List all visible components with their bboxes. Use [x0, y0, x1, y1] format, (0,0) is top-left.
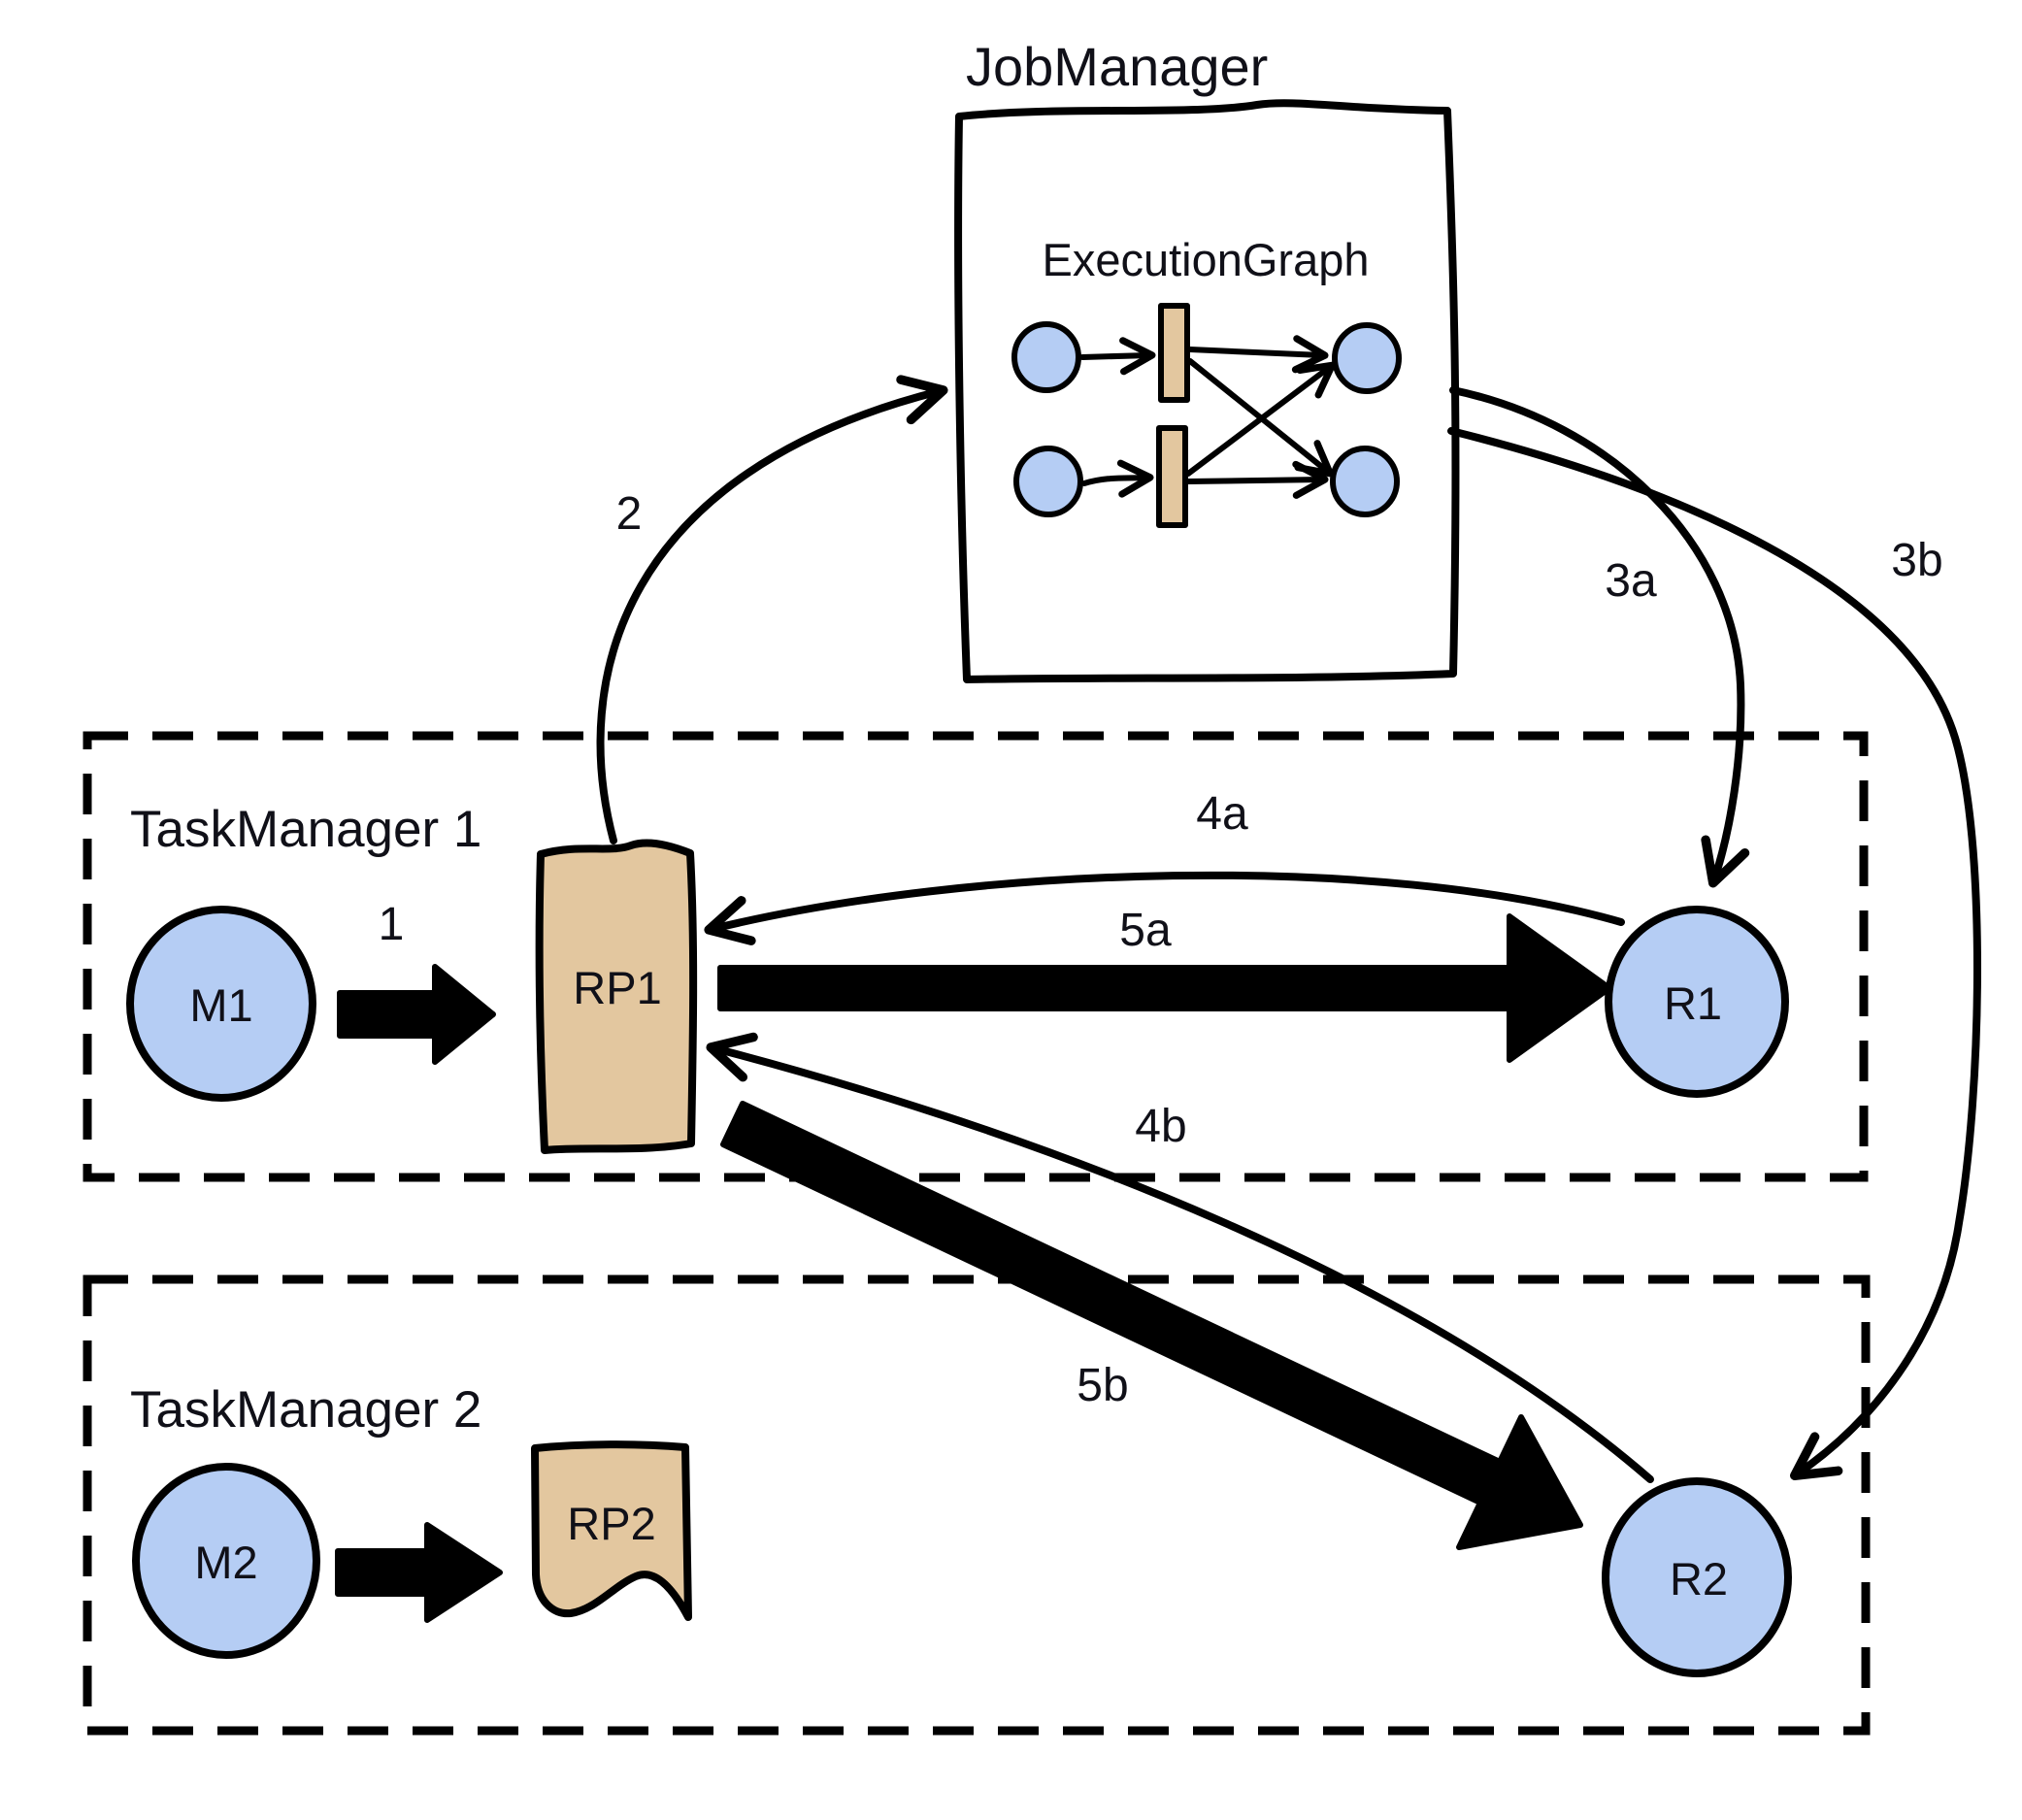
arrow-4a-label: 4a — [1196, 788, 1248, 840]
arrow-2-rp1-jobmanager — [596, 375, 948, 844]
eg-edge-s1-bar1 — [1079, 337, 1156, 376]
arrow-4b-r2-rp1 — [706, 1032, 1654, 1483]
arrow-3a-label: 3a — [1605, 555, 1657, 607]
node-m2-label: M2 — [194, 1537, 257, 1588]
node-m1 — [126, 906, 316, 1102]
task-manager-2-box — [83, 1274, 1871, 1736]
eg-partition-bar-1 — [1158, 303, 1190, 403]
arrow-2-label: 2 — [616, 488, 643, 540]
arrow-5a-label: 5a — [1119, 905, 1172, 956]
eg-source-vertex-2 — [1013, 446, 1083, 517]
arrow-m2-rp2 — [335, 1522, 503, 1623]
arrow-5a-rp1-r1 — [717, 913, 1612, 1063]
node-rp2 — [531, 1440, 692, 1621]
node-r2-label: R2 — [1670, 1553, 1728, 1605]
arrow-4b-label: 4b — [1135, 1101, 1186, 1152]
arrow-4a-r1-rp1 — [704, 871, 1625, 945]
task-manager-2-label: TaskManager 2 — [130, 1381, 481, 1439]
node-rp2-label: RP2 — [567, 1498, 655, 1549]
job-manager-group: JobManager ExecutionGraph — [954, 36, 1460, 683]
eg-target-vertex-2 — [1330, 446, 1400, 517]
task-manager-1-group: TaskManager 1 M1 RP1 R1 — [83, 731, 1869, 1182]
task-manager-1-label: TaskManager 1 — [130, 801, 481, 858]
arrow-5b-rp1-r2 — [720, 1101, 1583, 1550]
node-rp1-label: RP1 — [573, 962, 661, 1013]
eg-edge-bar1-t1 — [1187, 335, 1329, 374]
node-rp1 — [535, 839, 698, 1154]
task-manager-2-group: TaskManager 2 M2 RP2 R2 — [83, 1274, 1871, 1736]
node-m2 — [132, 1463, 320, 1659]
arrow-3b-jobmanager-r2 — [1447, 427, 1981, 1480]
node-r1-label: R1 — [1664, 977, 1722, 1029]
eg-target-vertex-1 — [1332, 322, 1402, 394]
node-r2 — [1602, 1477, 1792, 1677]
arrow-1-label: 1 — [379, 899, 405, 950]
eg-edge-bar2-t1 — [1185, 361, 1336, 477]
eg-source-vertex-1 — [1011, 321, 1081, 393]
eg-partition-bar-2 — [1156, 425, 1188, 528]
eg-edge-bar1-t2 — [1187, 358, 1334, 478]
arrow-5b-label: 5b — [1077, 1360, 1128, 1411]
eg-edge-s2-bar2 — [1081, 459, 1154, 498]
node-m1-label: M1 — [189, 979, 252, 1031]
execution-graph — [1011, 303, 1402, 528]
job-manager-title: JobManager — [966, 36, 1268, 97]
flow-arrows: 1 2 3a 3b 4a 5a 4b 5b — [335, 375, 1981, 1623]
arrow-3b-label: 3b — [1891, 535, 1942, 586]
node-r1 — [1605, 906, 1789, 1098]
arrow-1-m1-rp1 — [337, 964, 496, 1065]
eg-edge-bar2-t2 — [1185, 460, 1329, 499]
arrow-3a-jobmanager-r1 — [1449, 386, 1750, 888]
job-manager-box — [954, 99, 1460, 683]
execution-graph-title: ExecutionGraph — [1042, 234, 1369, 285]
